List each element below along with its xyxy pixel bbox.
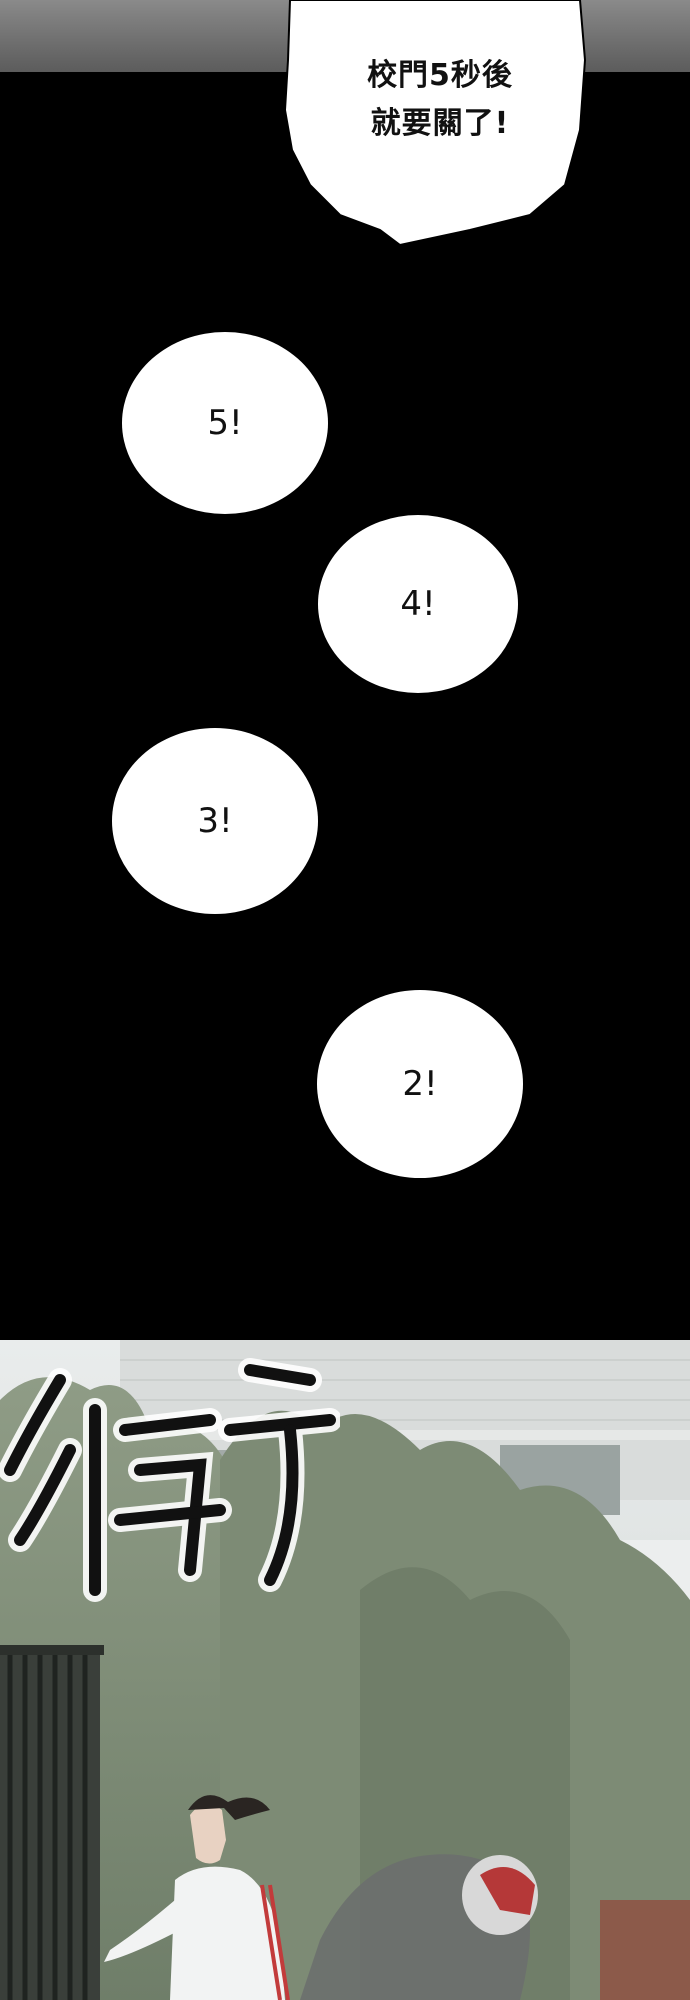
countdown-text: 5!: [207, 403, 243, 443]
speech-balloon-shape: [283, 0, 587, 247]
countdown-bubble-2: 2!: [317, 990, 523, 1178]
sound-effect-text: 衝: [0, 1340, 16, 1344]
speech-balloon-top: 校門5秒後 就要關了!: [280, 0, 590, 250]
balloon-line-1: 校門5秒後: [367, 58, 513, 93]
countdown-text: 4!: [400, 584, 436, 624]
countdown-text: 2!: [402, 1064, 438, 1104]
countdown-bubble-4: 4!: [318, 515, 518, 693]
countdown-bubble-3: 3!: [112, 728, 318, 914]
countdown-bubble-5: 5!: [122, 332, 328, 514]
speech-balloon-text: 校門5秒後 就要關了!: [320, 52, 560, 148]
school-gate-scene: 衝: [0, 1340, 690, 2000]
balloon-line-2: 就要關了!: [370, 106, 510, 141]
black-panel: [0, 72, 690, 1340]
sound-effect-strokes: 衝: [0, 1340, 340, 1602]
countdown-text: 3!: [197, 801, 233, 841]
scene-illustration: [0, 1340, 690, 2000]
